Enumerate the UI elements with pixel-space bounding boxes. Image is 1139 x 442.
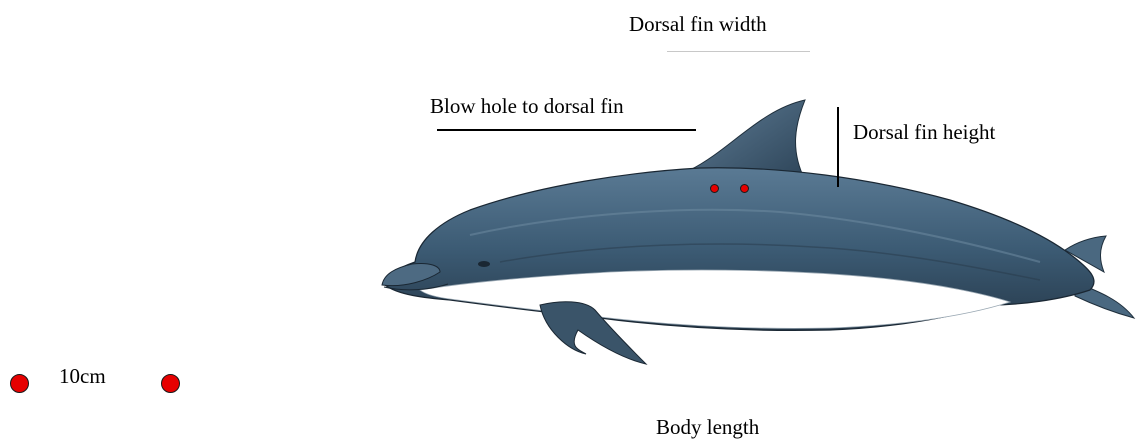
- body-length-label: Body length: [656, 415, 759, 439]
- dorsal-fin-width-rule: [667, 51, 810, 52]
- blow-hole-to-dorsal-fin-label: Blow hole to dorsal fin: [430, 94, 624, 118]
- scale-dot-right: [161, 374, 180, 393]
- dorsal-fin-height-rule: [837, 107, 839, 187]
- dolphin-eye: [478, 261, 490, 267]
- dorsal-fin-height-label: Dorsal fin height: [853, 120, 995, 144]
- blow-hole-to-dorsal-fin-rule: [437, 129, 696, 131]
- scale-label: 10cm: [59, 364, 106, 388]
- scale-dot-left: [10, 374, 29, 393]
- body-marker-dot: [740, 184, 749, 193]
- dorsal-fin-width-label: Dorsal fin width: [629, 12, 767, 36]
- body-marker-dot: [710, 184, 719, 193]
